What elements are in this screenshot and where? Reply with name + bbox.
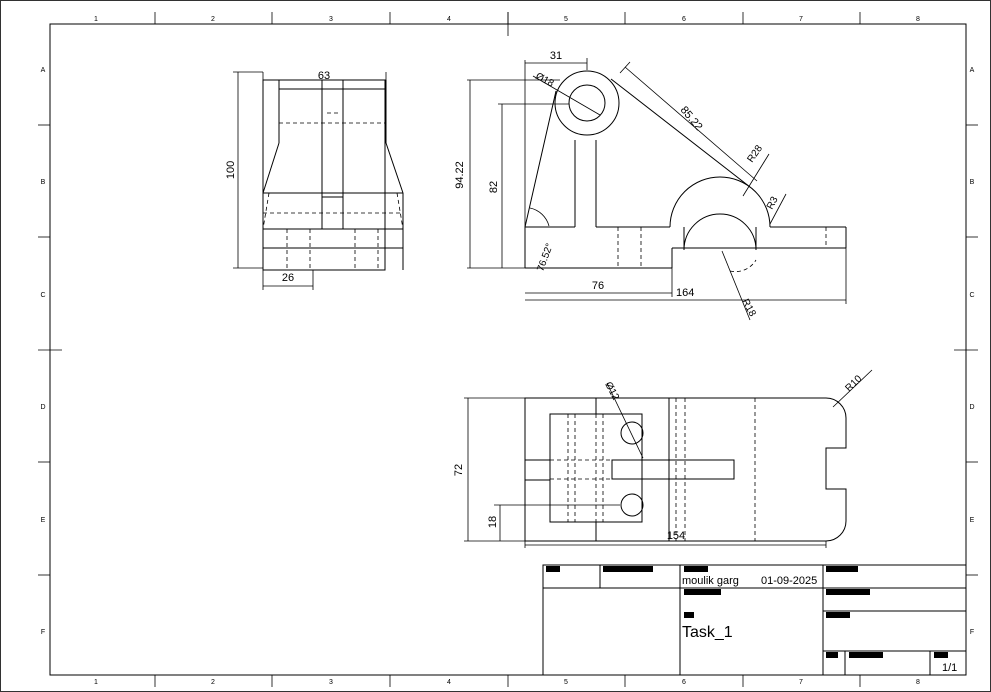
row-label: C bbox=[40, 292, 45, 299]
col-label: 7 bbox=[799, 679, 803, 686]
dim-offset: 18 bbox=[487, 516, 499, 528]
col-label: 3 bbox=[329, 16, 333, 23]
col-label: 2 bbox=[211, 16, 215, 23]
title-block: moulik garg 01-09-2025 Task_1 1/1 bbox=[542, 564, 967, 676]
drawing-title: Task_1 bbox=[682, 624, 733, 641]
row-label: B bbox=[41, 179, 46, 186]
dim-height2: 82 bbox=[488, 181, 500, 193]
row-label: D bbox=[969, 404, 974, 411]
dim-r-corner: R10 bbox=[843, 373, 864, 394]
row-label: E bbox=[970, 517, 975, 524]
col-label: 6 bbox=[682, 16, 686, 23]
dim-width: 63 bbox=[318, 70, 330, 82]
col-label: 2 bbox=[211, 679, 215, 686]
top-view: Ø12 R10 72 18 154 bbox=[453, 369, 873, 548]
dim-height1: 94.22 bbox=[454, 161, 466, 189]
dim-depth: 72 bbox=[453, 464, 465, 476]
dim-r-inner: R18 bbox=[739, 297, 758, 319]
col-label: 8 bbox=[916, 16, 920, 23]
inner-frame bbox=[49, 23, 967, 676]
col-label: 5 bbox=[564, 679, 568, 686]
row-label: B bbox=[970, 179, 975, 186]
zone-labels: 1 2 3 4 5 6 7 8 1 2 3 4 5 6 7 8 A B C D … bbox=[40, 16, 974, 686]
side-view: 63 100 26 bbox=[225, 70, 404, 290]
redacted-marks bbox=[546, 566, 948, 658]
col-label: 4 bbox=[447, 16, 451, 23]
dim-bottom: 26 bbox=[282, 272, 294, 284]
col-label: 1 bbox=[94, 679, 98, 686]
col-label: 4 bbox=[447, 679, 451, 686]
col-label: 8 bbox=[916, 679, 920, 686]
dim-r-large: R28 bbox=[745, 143, 765, 165]
col-label: 5 bbox=[564, 16, 568, 23]
date: 01-09-2025 bbox=[761, 575, 817, 587]
sheet-number: 1/1 bbox=[942, 662, 957, 674]
row-label: A bbox=[970, 67, 975, 74]
row-label: E bbox=[41, 517, 46, 524]
dim-len1: 76 bbox=[592, 280, 604, 292]
dim-slant: 85.22 bbox=[678, 104, 705, 133]
col-label: 1 bbox=[94, 16, 98, 23]
col-label: 3 bbox=[329, 679, 333, 686]
dim-len2: 164 bbox=[676, 287, 694, 299]
col-label: 6 bbox=[682, 679, 686, 686]
dim-top: 31 bbox=[550, 50, 562, 62]
dim-height: 100 bbox=[225, 161, 237, 179]
row-label: A bbox=[41, 67, 46, 74]
zone-ticks bbox=[38, 12, 978, 687]
author: moulik garg bbox=[682, 575, 739, 587]
row-label: F bbox=[970, 629, 974, 636]
dim-r-small: R3 bbox=[765, 195, 781, 212]
dim-hole: Ø12 bbox=[602, 380, 621, 402]
col-label: 7 bbox=[799, 16, 803, 23]
dim-length: 154 bbox=[667, 530, 685, 542]
front-view: 31 Ø18 85.22 R28 R3 94.22 82 76.52° 76 1… bbox=[454, 50, 847, 321]
row-label: D bbox=[40, 404, 45, 411]
row-label: C bbox=[969, 292, 974, 299]
row-label: F bbox=[41, 629, 45, 636]
